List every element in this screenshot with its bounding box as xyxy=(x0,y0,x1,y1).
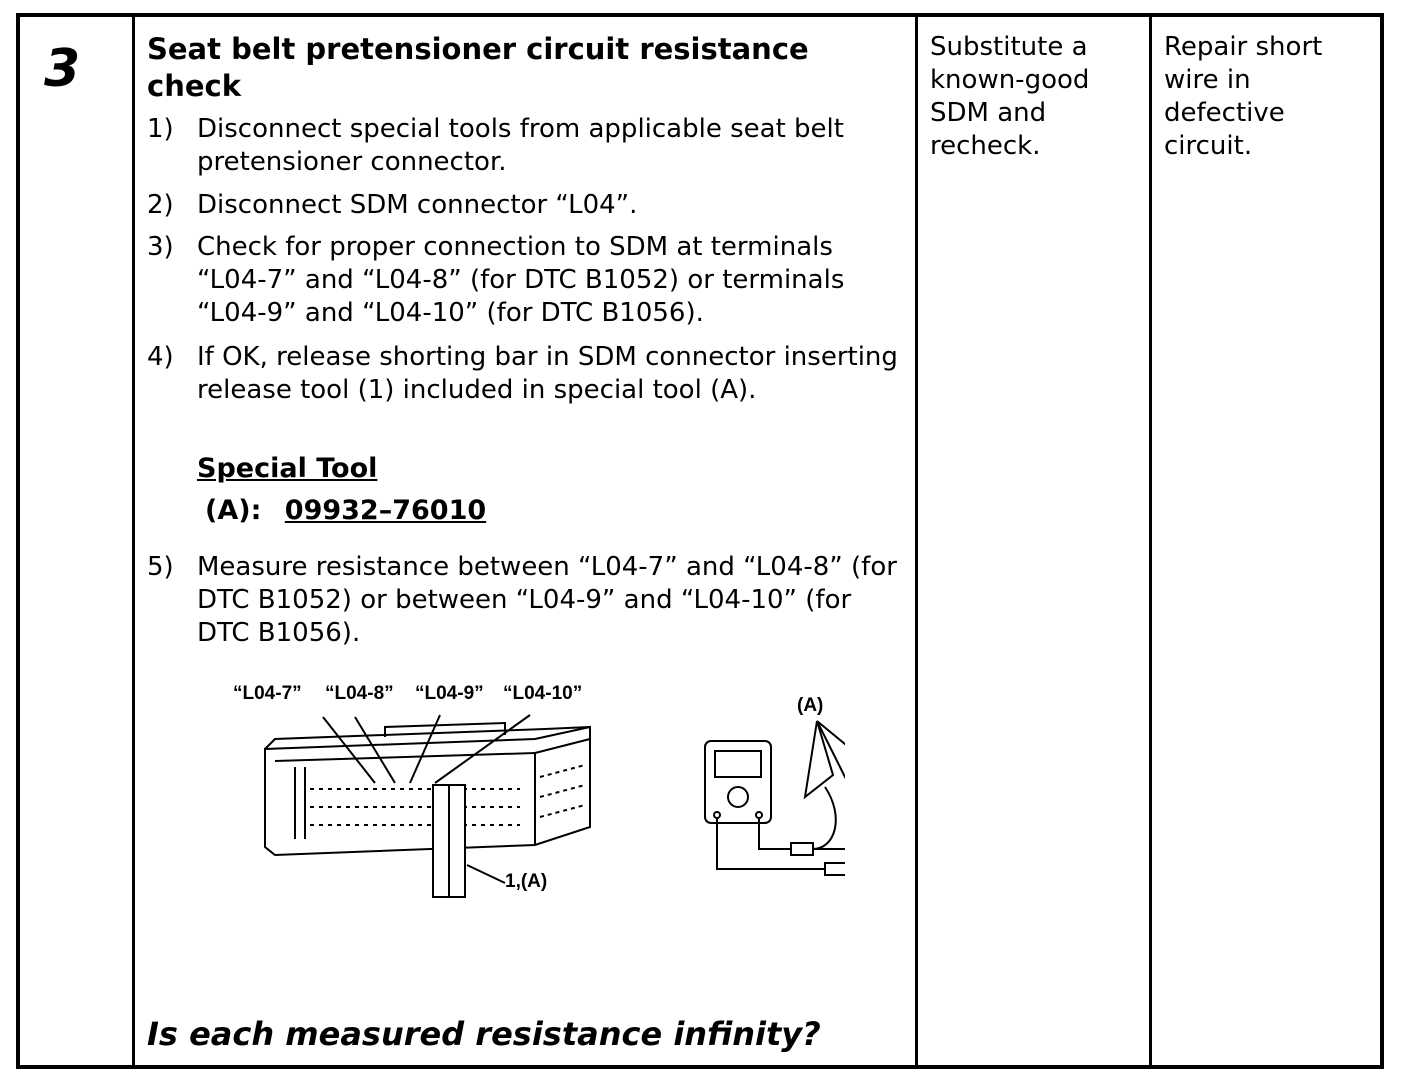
procedure-step: 4) If OK, release shorting bar in SDM co… xyxy=(147,341,907,407)
special-tool-label: Special Tool xyxy=(197,453,378,484)
step-number: 3 xyxy=(44,39,81,99)
terminal-label-l04-10: “L04-10” xyxy=(503,683,582,704)
ohmmeter-drawing xyxy=(704,720,845,876)
terminal-label-l04-9: “L04-9” xyxy=(415,683,484,704)
step-text: Measure resistance between “L04-7” and “… xyxy=(197,552,897,648)
step-column: 3 xyxy=(20,17,135,1065)
yes-column: Substitute a known-good SDM and recheck. xyxy=(918,17,1152,1065)
meter-label: (A) xyxy=(797,695,823,716)
step-text: If OK, release shorting bar in SDM conne… xyxy=(197,342,898,405)
procedure-column: Seat belt pretensioner circuit resistanc… xyxy=(135,17,918,1065)
procedure-step: 2) Disconnect SDM connector “L04”. xyxy=(147,189,907,222)
step-index: 1) xyxy=(147,114,174,144)
no-column: Repair short wire in defective circuit. xyxy=(1152,17,1380,1065)
step-index: 5) xyxy=(147,552,174,582)
special-tool-id: (A): xyxy=(205,495,262,526)
terminal-label-l04-8: “L04-8” xyxy=(325,683,394,704)
terminal-label-l04-7: “L04-7” xyxy=(233,683,302,704)
procedure-step: 3) Check for proper connection to SDM at… xyxy=(147,231,907,330)
step-title: Seat belt pretensioner circuit resistanc… xyxy=(147,32,809,103)
yes-action-text: Substitute a known-good SDM and recheck. xyxy=(930,32,1090,161)
procedure-step: 1) Disconnect special tools from applica… xyxy=(147,113,907,179)
step-index: 3) xyxy=(147,232,174,262)
step-text: Check for proper connection to SDM at te… xyxy=(197,232,845,328)
special-tool-number: 09932–76010 xyxy=(284,495,487,526)
no-action-text: Repair short wire in defective circuit. xyxy=(1164,32,1323,161)
connector-measurement-figure: “L04-7” “L04-8” “L04-9” “L04-10” 1,(A) xyxy=(233,683,845,898)
diagnostic-table: 3 Seat belt pretensioner circuit resista… xyxy=(16,13,1384,1069)
step-index: 4) xyxy=(147,342,174,372)
step-text: Disconnect SDM connector “L04”. xyxy=(197,190,638,220)
sdm-connector-drawing xyxy=(264,714,591,898)
step-text: Disconnect special tools from applicable… xyxy=(197,114,844,177)
tool-label: 1,(A) xyxy=(505,871,547,892)
question-text: Is each measured resistance infinity? xyxy=(147,1015,821,1053)
special-tool-line: (A): 09932–76010 xyxy=(205,495,486,526)
procedure-step: 5) Measure resistance between “L04-7” an… xyxy=(147,551,907,650)
step-index: 2) xyxy=(147,190,174,220)
